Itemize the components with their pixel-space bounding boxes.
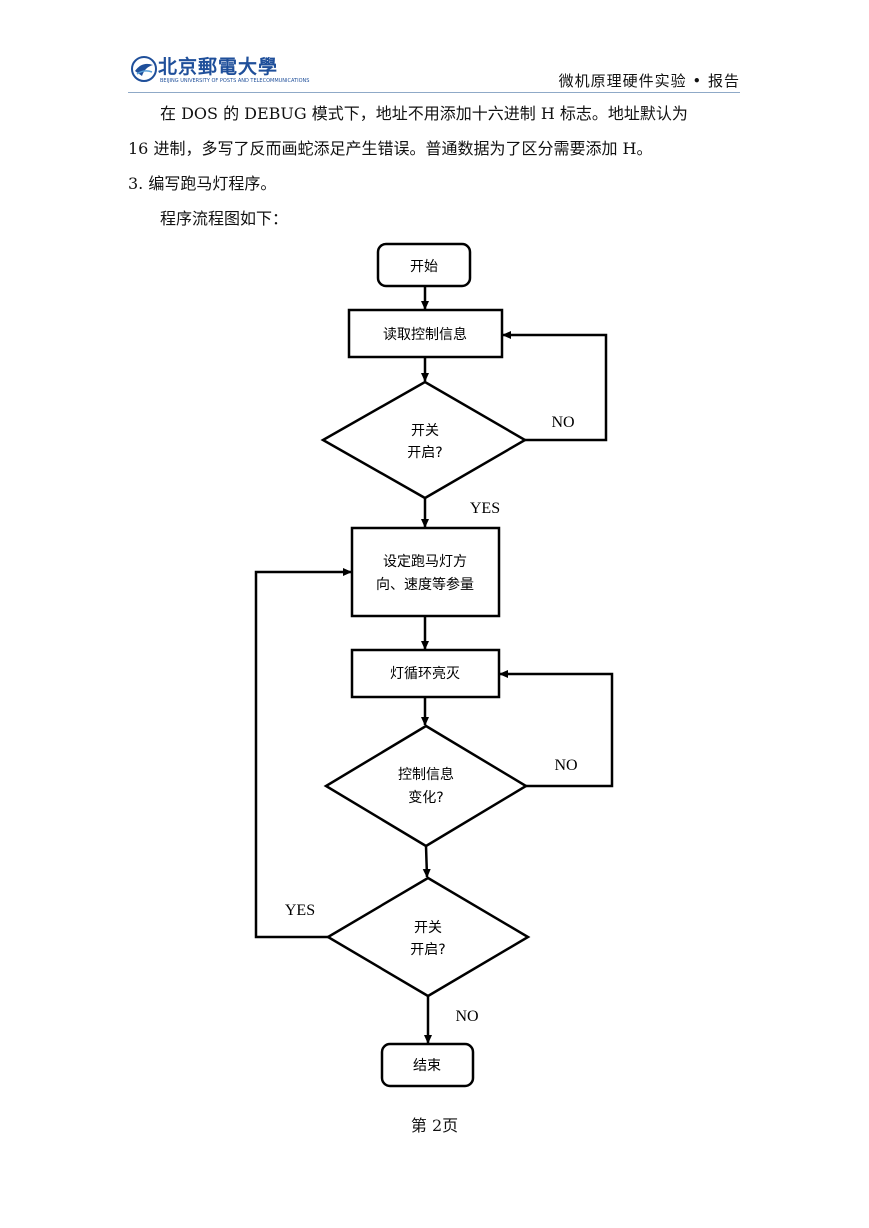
check1-label-line1: 开关 bbox=[411, 423, 439, 439]
logo-subtitle: BEIJING UNIVERSITY OF POSTS AND TELECOMM… bbox=[160, 78, 310, 84]
switch-check-1-node bbox=[320, 380, 528, 500]
check3-label-line2: 开启? bbox=[410, 942, 445, 958]
edge-check2-check3 bbox=[422, 845, 431, 878]
page-header: 北京郵電大學 BEIJING UNIVERSITY OF POSTS AND T… bbox=[128, 50, 740, 92]
page-number: 第 2页 bbox=[410, 1116, 459, 1135]
check3-label-line1: 开关 bbox=[414, 920, 442, 936]
read-label: 读取控制信息 bbox=[383, 326, 467, 343]
check2-label-line1: 控制信息 bbox=[398, 766, 454, 783]
paragraph-1-line-2: 16 进制，多写了反而画蛇添足产生错误。普通数据为了区分需要添加 H。 bbox=[128, 139, 653, 158]
no-label-3: NO bbox=[455, 1008, 478, 1025]
check2-label-line2: 变化? bbox=[408, 790, 443, 806]
control-change-check-node bbox=[323, 724, 529, 848]
paragraph-2: 程序流程图如下： bbox=[160, 209, 289, 228]
end-label: 结束 bbox=[413, 1058, 441, 1074]
edge-check1-no bbox=[502, 331, 608, 442]
set-label-line1: 设定跑马灯方 bbox=[383, 554, 467, 570]
loop-label: 灯循环亮灭 bbox=[390, 665, 460, 682]
edge-check3-yes bbox=[254, 568, 352, 939]
end-node bbox=[380, 1042, 475, 1088]
logo-text: 北京郵電大學 bbox=[158, 56, 279, 78]
yes-label-1: YES bbox=[470, 500, 500, 517]
set-params-node bbox=[350, 526, 501, 618]
switch-check-2-node bbox=[325, 876, 531, 998]
paragraph-1-line-1: 在 DOS 的 DEBUG 模式下，地址不用添加十六进制 H 标志。地址默认为 bbox=[160, 104, 688, 123]
university-logo: 北京郵電大學 BEIJING UNIVERSITY OF POSTS AND T… bbox=[128, 50, 328, 90]
check1-label-line2: 开启? bbox=[407, 445, 442, 461]
set-label-line2: 向、速度等参量 bbox=[376, 576, 474, 593]
start-label: 开始 bbox=[410, 259, 438, 275]
header-rule bbox=[128, 92, 740, 93]
list-item-3: 3. 编写跑马灯程序。 bbox=[128, 174, 277, 193]
edge-check2-no bbox=[499, 670, 614, 788]
no-label-2: NO bbox=[554, 757, 577, 774]
header-title: 微机原理硬件实验 • 报告 bbox=[558, 72, 740, 90]
yes-label-3: YES bbox=[285, 902, 315, 919]
no-label-1: NO bbox=[551, 414, 574, 431]
logo-emblem-icon bbox=[131, 56, 157, 82]
